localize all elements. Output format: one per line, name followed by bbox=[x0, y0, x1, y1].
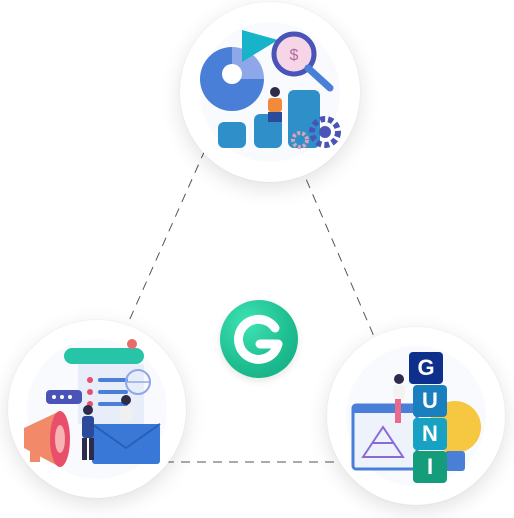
pie-chart-icon bbox=[200, 47, 264, 111]
bar-chart-icon bbox=[218, 90, 320, 148]
presentation-board-icon bbox=[351, 403, 419, 471]
brand-tile-i: I bbox=[413, 451, 447, 483]
chat-bubble-icon bbox=[46, 390, 82, 404]
scroll-banner-icon bbox=[64, 348, 144, 424]
brand-tile-u: U bbox=[413, 385, 447, 417]
data-analytics-illustration: $ bbox=[200, 22, 341, 162]
brand-tile-g: G bbox=[409, 352, 443, 384]
person-icon bbox=[82, 395, 132, 460]
person-icon bbox=[393, 374, 405, 423]
brand-logo bbox=[220, 300, 298, 378]
globe-icon bbox=[125, 369, 151, 395]
gear-icon bbox=[291, 116, 341, 149]
location-pin-icon bbox=[127, 339, 137, 349]
idea-circle: G U N I bbox=[327, 327, 505, 505]
brand-tile-n: N bbox=[413, 418, 447, 450]
magnifier-icon: $ bbox=[271, 31, 334, 92]
analytics-circle: $ bbox=[180, 2, 360, 182]
pie-slice-icon bbox=[242, 30, 278, 62]
marketing-circle bbox=[8, 320, 186, 498]
g-logo-icon bbox=[234, 314, 283, 364]
connector-left-edge bbox=[124, 149, 206, 331]
svg-text:$: $ bbox=[290, 47, 299, 64]
megaphone-icon bbox=[24, 411, 70, 467]
envelope-icon bbox=[91, 423, 161, 464]
marketing-megaphone-illustration bbox=[24, 339, 167, 479]
person-icon bbox=[268, 87, 282, 122]
